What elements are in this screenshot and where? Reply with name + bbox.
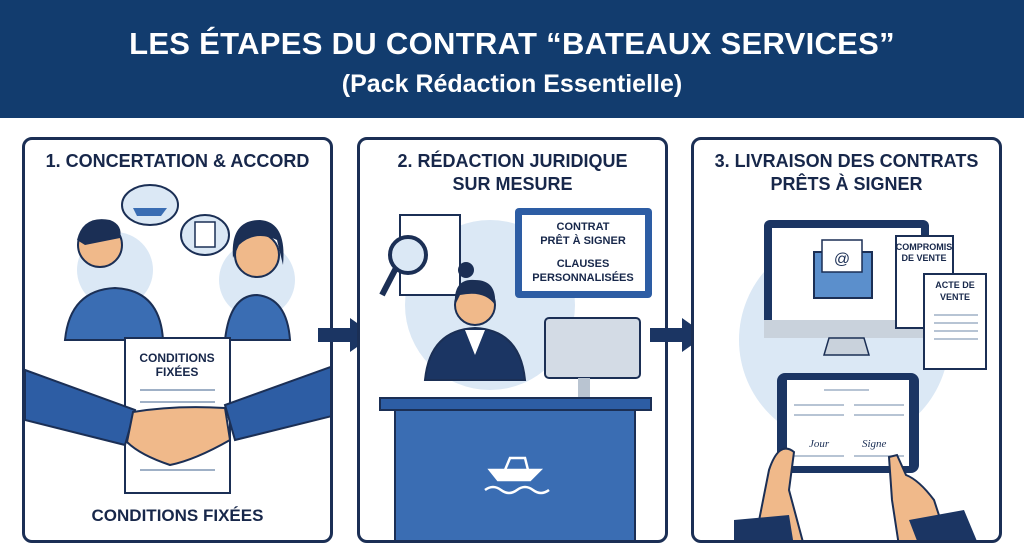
- step-1-title: 1. CONCERTATION & ACCORD: [45, 151, 310, 171]
- page-subtitle: (Pack Rédaction Essentielle): [341, 70, 683, 98]
- svg-text:DE VENTE: DE VENTE: [901, 253, 946, 263]
- svg-text:ACTE DE: ACTE DE: [935, 280, 975, 290]
- boat-speech-bubble-icon: [121, 184, 179, 226]
- page-title: LES ÉTAPES DU CONTRAT “BATEAUX SERVICES”: [129, 26, 895, 61]
- step-2-panel: CONTRAT PRÊT À SIGNER CLAUSES PERSONNALI…: [357, 137, 668, 543]
- lawyer-icon: [423, 262, 527, 381]
- svg-text:CONDITIONS: CONDITIONS: [139, 351, 214, 365]
- svg-text:FIXÉES: FIXÉES: [156, 364, 199, 379]
- svg-text:CLAUSES: CLAUSES: [557, 258, 610, 270]
- acte-de-vente-document: [923, 273, 987, 370]
- boat-logo-icon: [484, 456, 550, 495]
- step-1-panel: CONDITIONS FIXÉES 1. CONCERTATION & ACCO…: [22, 137, 333, 543]
- woman-icon: [223, 220, 292, 341]
- signature-right: Signe: [862, 438, 887, 450]
- svg-text:CONTRAT: CONTRAT: [557, 221, 610, 233]
- tablet-icon: [777, 373, 919, 473]
- svg-text:@: @: [834, 251, 850, 268]
- handshake-icon: [25, 366, 330, 467]
- checklist-speech-bubble-icon: [180, 214, 230, 256]
- svg-text:COMPROMIS: COMPROMIS: [896, 242, 953, 252]
- computer-monitor-icon: [544, 317, 641, 398]
- svg-text:VENTE: VENTE: [940, 292, 970, 302]
- signature-left: Jour: [809, 438, 830, 450]
- step-3-panel: @ COMPROMIS DE VENTE ACTE DE VENTE Jour …: [691, 137, 1002, 543]
- step-1-footer: CONDITIONS FIXÉES: [91, 506, 264, 525]
- hands-icon: [734, 447, 977, 540]
- magnifier-icon: [379, 235, 428, 297]
- svg-text:PRÊT À SIGNER: PRÊT À SIGNER: [540, 234, 626, 247]
- email-envelope-icon: @: [813, 239, 873, 299]
- desk: [379, 397, 652, 411]
- man-on-phone-icon: [63, 219, 165, 341]
- svg-text:PERSONNALISÉES: PERSONNALISÉES: [532, 271, 633, 284]
- header-banner: LES ÉTAPES DU CONTRAT “BATEAUX SERVICES”…: [0, 0, 1024, 118]
- handshake-illustration: CONDITIONS FIXÉES: [25, 184, 330, 494]
- contract-delivery-illustration: @ COMPROMIS DE VENTE ACTE DE VENTE Jour …: [734, 220, 987, 540]
- lawyer-desk-illustration: CONTRAT PRÊT À SIGNER CLAUSES PERSONNALI…: [379, 208, 652, 540]
